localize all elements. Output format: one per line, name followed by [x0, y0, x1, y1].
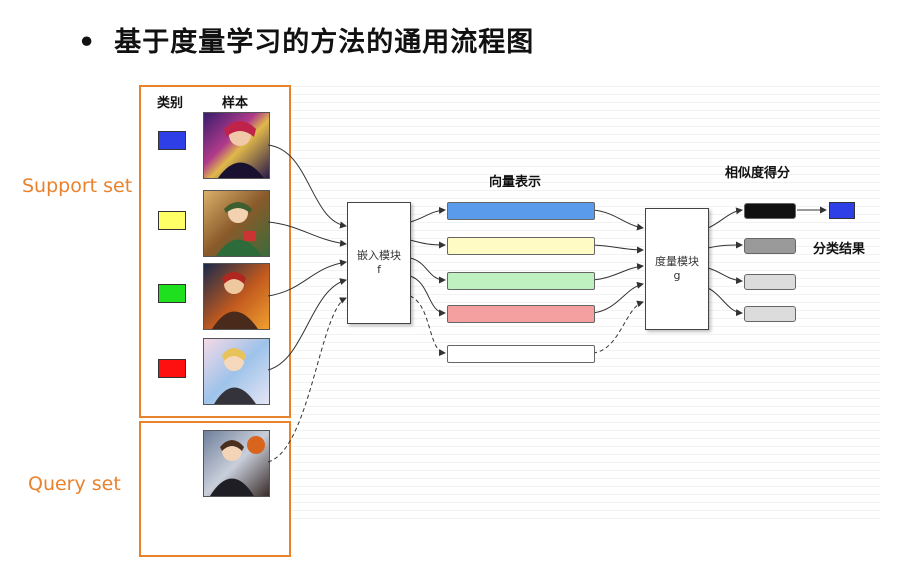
category-header: 类别: [157, 96, 184, 111]
sample-image-1: [203, 112, 270, 179]
title-text: 基于度量学习的方法的通用流程图: [114, 27, 535, 58]
connector-metric-to-score3: [707, 267, 743, 285]
similarity-score-label: 相似度得分: [725, 166, 791, 181]
metric-module-label: 度量模块: [655, 255, 699, 268]
query-set-box: [139, 421, 291, 557]
sample-image-1-art: [218, 121, 264, 178]
connector-sample1-to-embed: [267, 144, 347, 229]
vector-bar-4: [447, 305, 595, 323]
query-set-label: Query set: [28, 473, 121, 495]
query-image-art: [210, 436, 265, 496]
classification-result-label: 分类结果: [813, 242, 866, 257]
connector-vec3-to-metric: [592, 263, 644, 281]
query-image: [203, 430, 270, 497]
connector-vec5-to-metric: [592, 300, 644, 354]
connector-vec1-to-metric: [592, 209, 644, 231]
embedding-module-label: 嵌入模块: [357, 249, 401, 262]
sample-image-3: [203, 263, 270, 330]
support-set-box: [139, 85, 291, 418]
similarity-score-bar-2: [744, 238, 796, 254]
category-swatch-yellow: [158, 211, 186, 230]
metric-module: 度量模块 g: [645, 208, 709, 330]
connector-embed-to-vec2: [409, 239, 446, 249]
connector-sample3-to-embed: [267, 259, 347, 297]
sample-header: 样本: [222, 96, 249, 111]
sample-image-4-art: [214, 348, 256, 404]
similarity-score-bar-4: [744, 306, 796, 322]
sample-image-2-art: [216, 202, 262, 256]
embedding-module-symbol: f: [377, 263, 381, 276]
connector-sample2-to-embed: [267, 221, 347, 247]
vector-bar-5: [447, 345, 595, 363]
vector-bar-3: [447, 272, 595, 290]
metric-module-symbol: g: [673, 269, 681, 282]
connector-vec4-to-metric: [592, 281, 644, 314]
connector-embed-to-vec3: [409, 257, 446, 284]
connector-embed-to-vec4: [409, 275, 446, 317]
similarity-score-bar-1: [744, 203, 796, 219]
vector-representation-label: 向量表示: [489, 175, 542, 190]
connector-vec2-to-metric: [592, 244, 644, 254]
support-set-label: Support set: [22, 175, 133, 197]
category-swatch-green: [158, 284, 186, 303]
title-bullet: •: [78, 27, 97, 58]
connector-query-to-embed: [267, 297, 347, 463]
vector-bar-2: [447, 237, 595, 255]
connector-embed-to-vec1: [409, 206, 446, 223]
sample-image-2: [203, 190, 270, 257]
vector-bar-1: [447, 202, 595, 220]
category-swatch-blue: [158, 131, 186, 150]
sample-image-4: [203, 338, 270, 405]
connector-metric-to-score4: [707, 287, 743, 317]
connector-embed-to-vec5: [409, 295, 446, 357]
classification-result-swatch: [829, 202, 855, 219]
sample-image-3-art: [212, 272, 258, 329]
connector-metric-to-score2: [707, 241, 743, 249]
connector-metric-to-score1: [707, 207, 743, 229]
slide-title: • 基于度量学习的方法的通用流程图: [78, 20, 534, 59]
category-swatch-red: [158, 359, 186, 378]
connector-sample4-to-embed: [267, 278, 347, 371]
similarity-score-bar-3: [744, 274, 796, 290]
embedding-module: 嵌入模块 f: [347, 202, 411, 324]
